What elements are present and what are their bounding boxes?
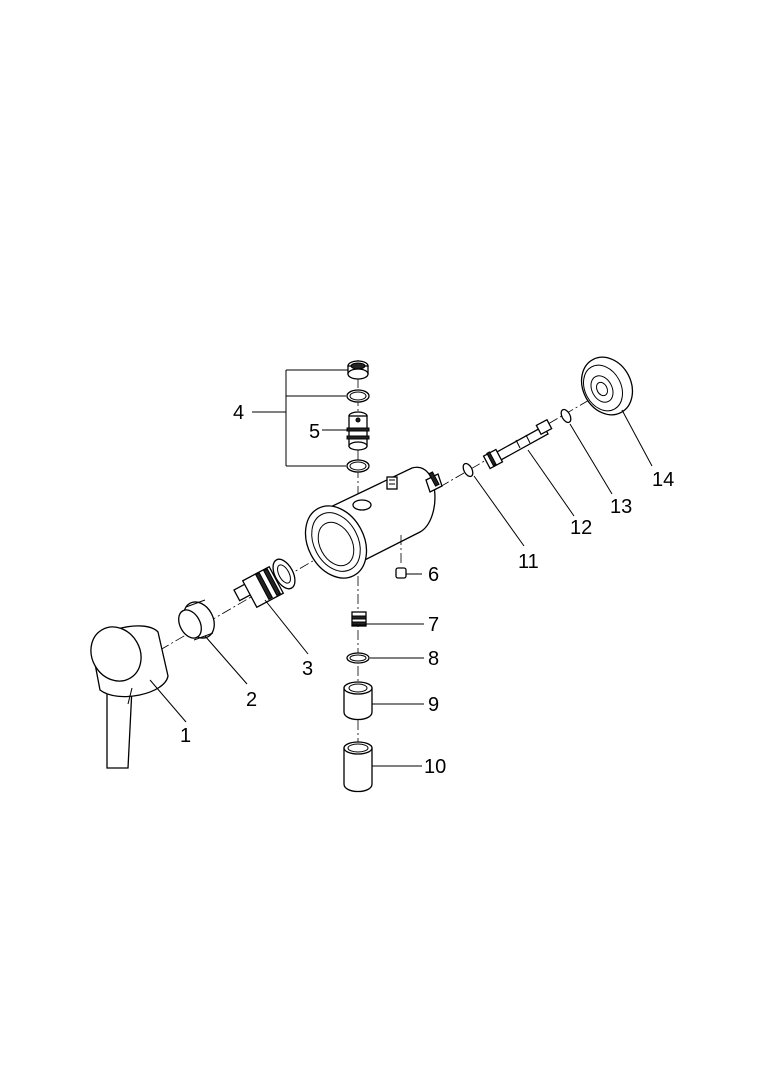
callout-8: 8 — [428, 648, 439, 670]
part-11-o-ring — [462, 462, 474, 478]
part-8-o-ring — [346, 652, 370, 664]
callout-4: 4 — [233, 402, 244, 424]
callout-9: 9 — [428, 694, 439, 716]
callout-1: 1 — [180, 725, 191, 747]
part-12-spindle-extension — [482, 418, 553, 470]
callout-11: 11 — [518, 551, 539, 573]
part-10-extension-sleeve — [343, 741, 373, 793]
part-6-plug — [395, 535, 407, 579]
part-7-lower-nut — [351, 611, 367, 627]
part-5-check-valve — [346, 411, 370, 451]
part-9-sleeve — [343, 681, 373, 721]
part-13-o-ring — [560, 408, 572, 424]
callout-6: 6 — [428, 564, 439, 586]
callout-13: 13 — [610, 496, 632, 518]
callout-10: 10 — [424, 756, 446, 778]
part-3-cartridge — [233, 558, 296, 609]
part-1-handle-lever — [90, 625, 169, 769]
callout-5: 5 — [309, 421, 320, 443]
valve-body — [304, 466, 443, 579]
callout-2: 2 — [246, 689, 257, 711]
callout-12: 12 — [570, 517, 592, 539]
callout-labels: 1 2 3 4 5 6 7 8 9 10 11 12 13 14 — [180, 402, 674, 778]
part-14-escutcheon — [580, 356, 634, 416]
callout-7: 7 — [428, 614, 439, 636]
callout-14: 14 — [652, 469, 674, 491]
leader-lines — [149, 369, 653, 767]
part-4-ring-set — [346, 360, 370, 473]
part-2-cover-ring — [178, 599, 215, 641]
callout-3: 3 — [302, 658, 313, 680]
